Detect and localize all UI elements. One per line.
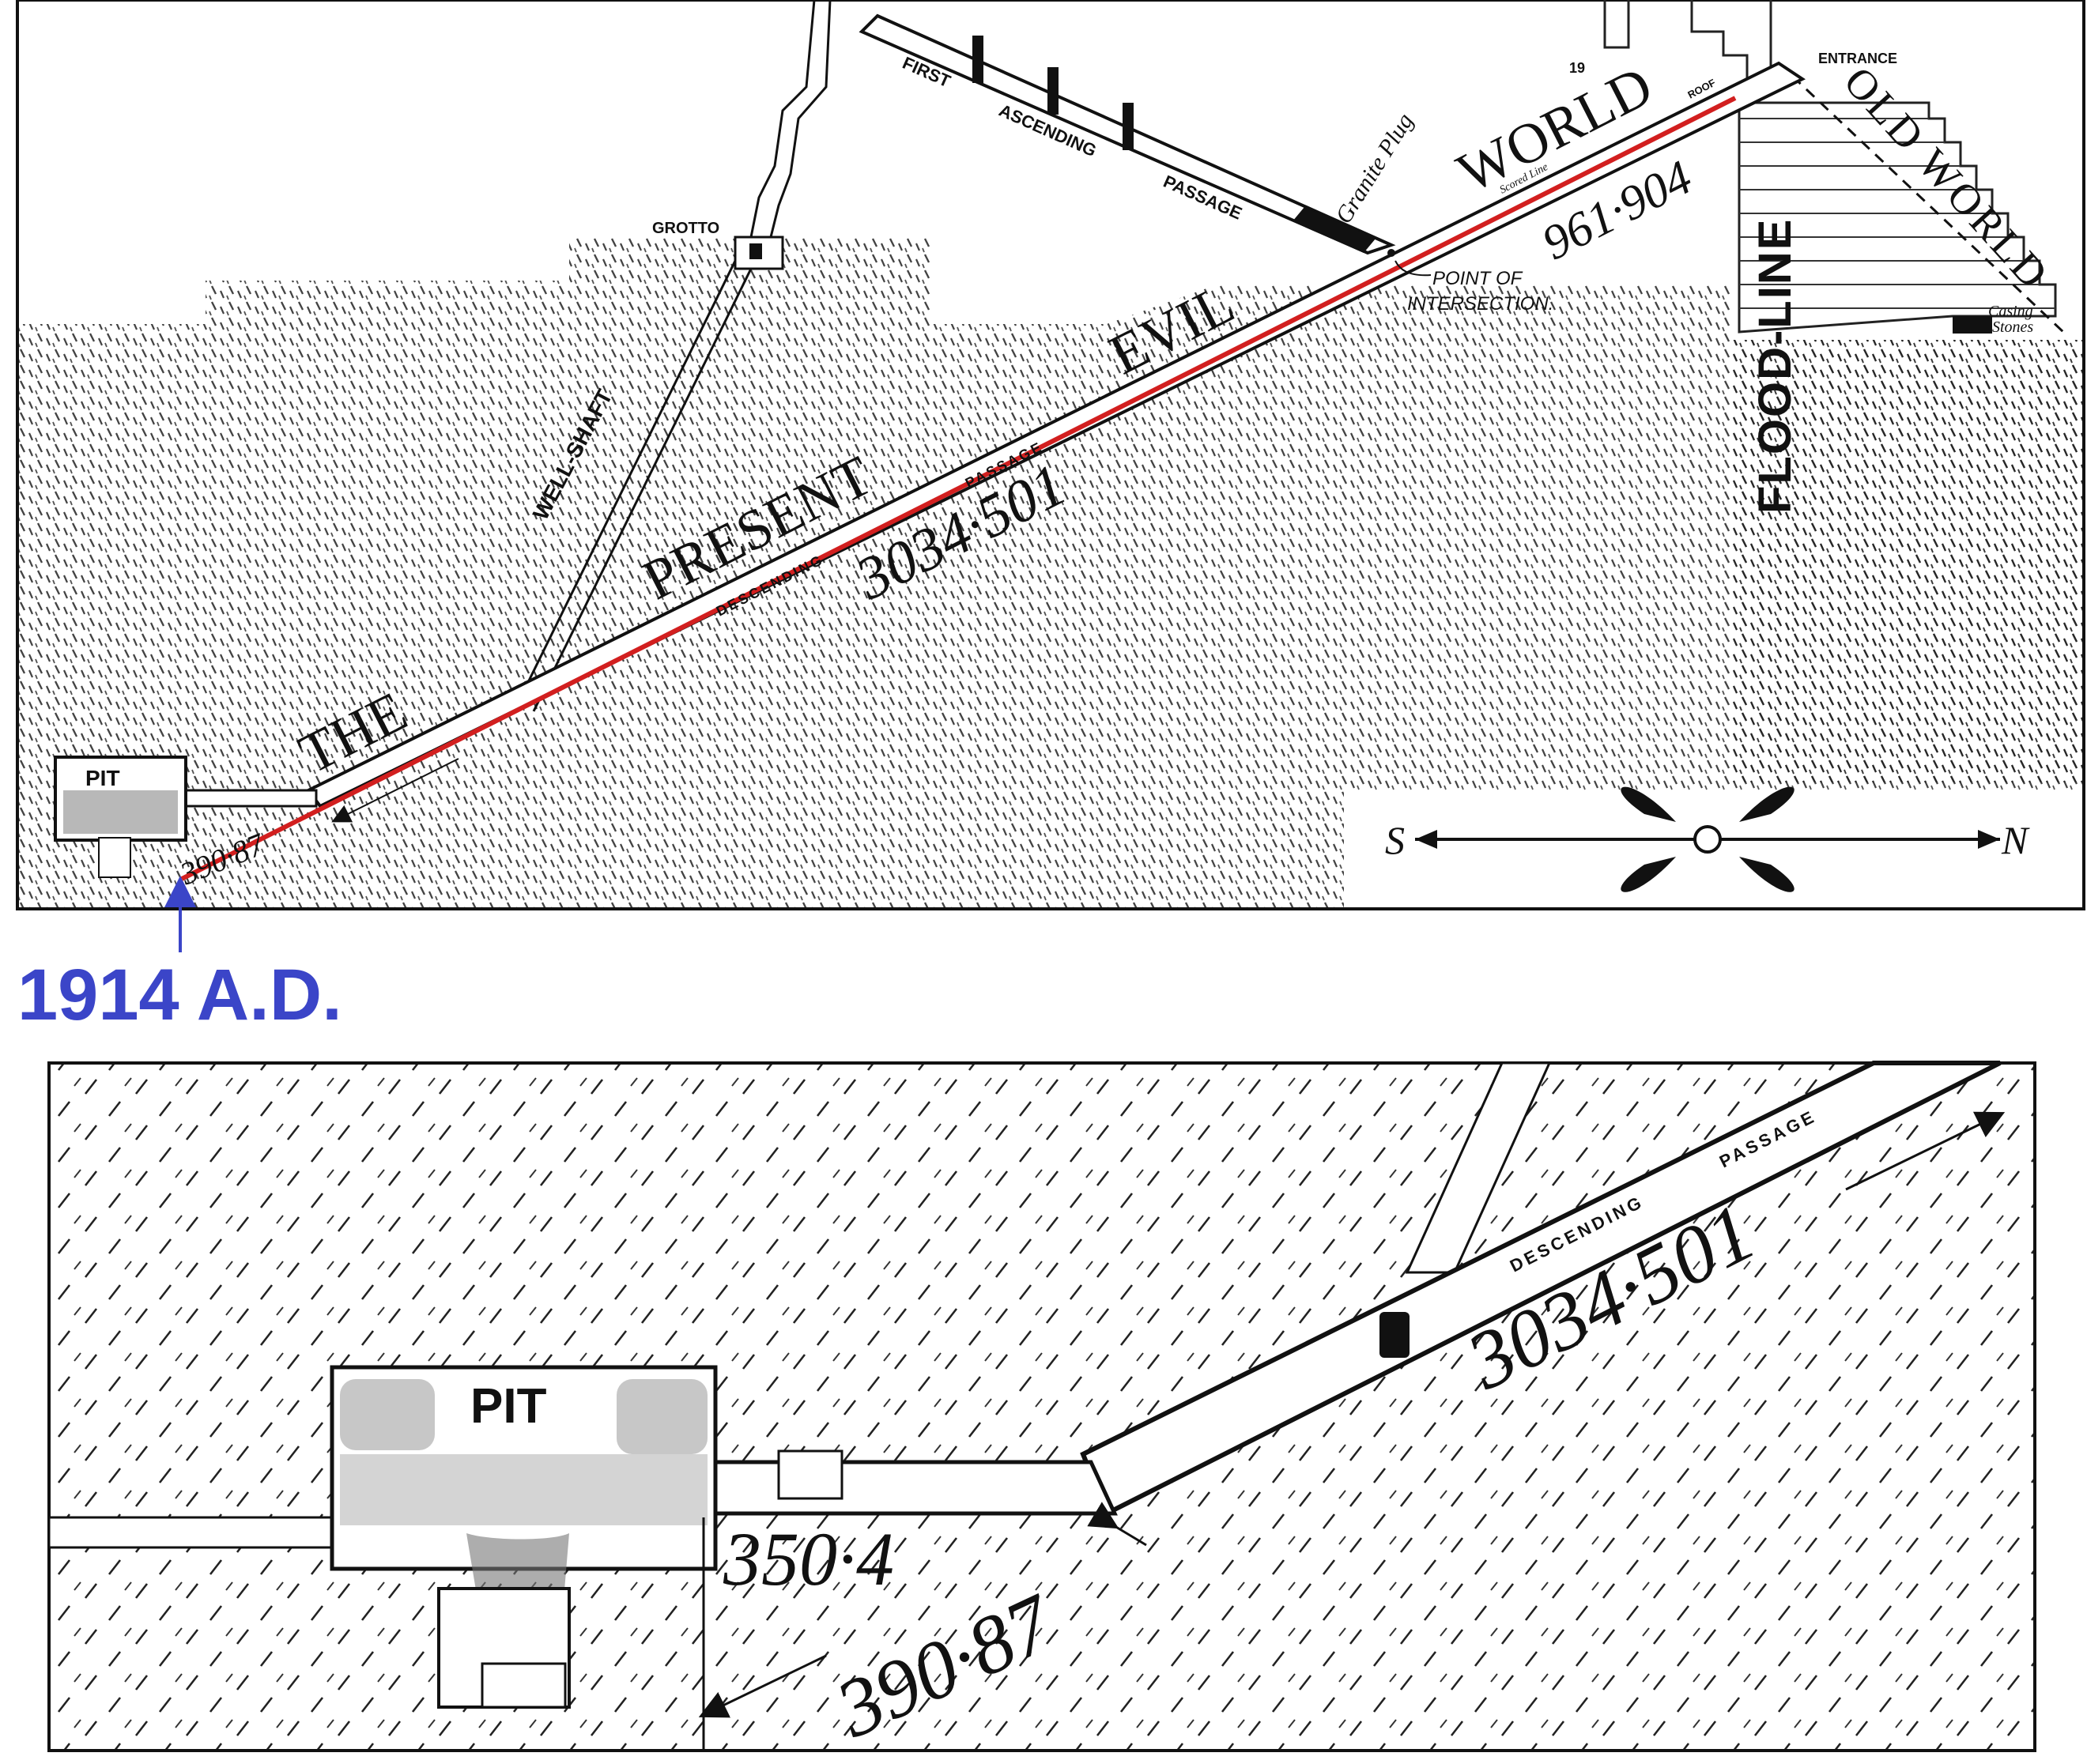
highlight-line [180, 96, 1737, 881]
horizontal-passage [180, 789, 318, 808]
passage-marker [1379, 1312, 1410, 1358]
pyramid-masonry [1738, 62, 2065, 334]
measure-horizontal-bottom: 350·4 [723, 1517, 894, 1601]
measure-lower-arrow-top [1087, 1502, 1147, 1547]
year-annotation: 1914 A.D. [17, 876, 342, 1035]
point-of-intersection-label-1: POINT OF [1432, 268, 1523, 289]
measure-lower-arrow-bottom [698, 1654, 827, 1718]
left-corridor [47, 1516, 339, 1549]
compass-south-label: S [1385, 818, 1405, 862]
compass-north-label: N [2001, 818, 2030, 862]
horizontal-passage-lower [709, 1460, 1118, 1516]
rock-mass-right [1731, 340, 2082, 782]
intersection-point [1387, 249, 1395, 257]
grotto [734, 236, 784, 270]
pit-chamber-lower: PIT [330, 1365, 718, 1709]
casing-stones-label-1: Casing [1988, 303, 2033, 320]
compass-rose: S N [1385, 786, 2030, 892]
pit-label-lower: PIT [470, 1379, 547, 1434]
measure-lower-arrow [331, 758, 459, 823]
bottom-frame [47, 1061, 2036, 1752]
grotto-label: GROTTO [652, 220, 719, 237]
flood-line-label: FLOOD-LINE [1749, 218, 1801, 514]
casing-stones-label-2: Stones [1992, 318, 2033, 336]
point-of-intersection-label-2: INTERSECTION. [1407, 293, 1553, 315]
pit-label: PIT [85, 766, 120, 790]
passage-block [777, 1449, 843, 1500]
marker-19: 19 [1569, 60, 1585, 76]
bottom-diagram: PIT DESCENDING PASSAGE 3034·501 350·4 39… [47, 1061, 2036, 1755]
entrance-label: ENTRANCE [1818, 51, 1897, 66]
first-ascending-passage [859, 13, 1396, 255]
measure-main-arrow [1845, 1111, 2006, 1191]
rock-mass [19, 237, 2082, 907]
pit-chamber: PIT [54, 756, 187, 878]
year-label: 1914 A.D. [17, 955, 342, 1035]
top-diagram: PIT S N GROTTO WELL-SHAFT FIRST ASCENDIN… [16, 0, 2085, 910]
intersection-pointer [1394, 260, 1432, 277]
